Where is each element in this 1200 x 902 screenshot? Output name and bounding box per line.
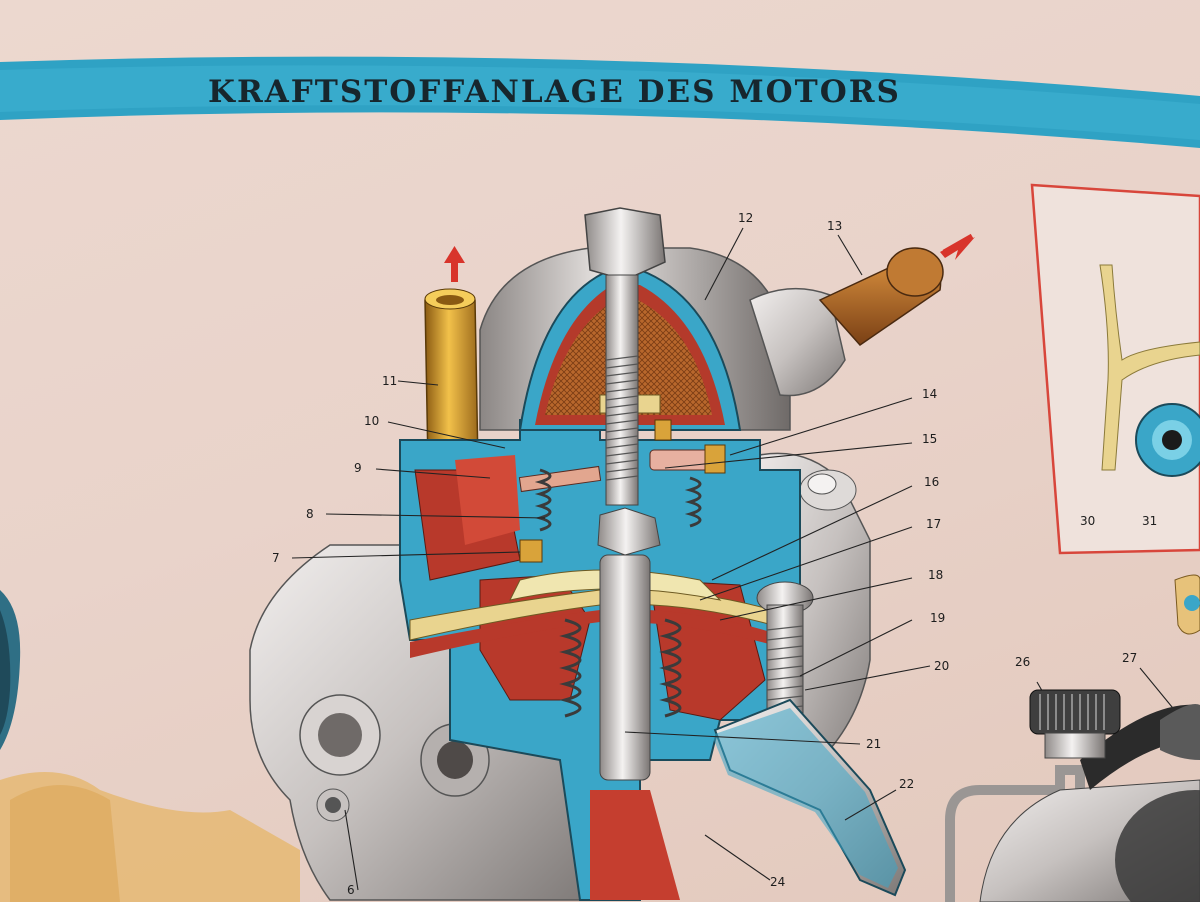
callout-11: 11 <box>382 374 397 388</box>
outlet-arrow-icon <box>444 246 465 282</box>
inlet-arrow-icon <box>940 237 975 260</box>
callout-22: 22 <box>899 777 914 791</box>
callout-6: 6 <box>347 883 355 897</box>
callout-18: 18 <box>928 568 943 582</box>
callout-27: 27 <box>1122 651 1137 665</box>
fuel-pump-cutaway <box>249 207 975 901</box>
inset-detail-box <box>1030 183 1200 555</box>
callout-12: 12 <box>738 211 753 225</box>
callout-15: 15 <box>922 432 937 446</box>
callout-19: 19 <box>930 611 945 625</box>
callout-20: 20 <box>934 659 949 673</box>
callout-30: 30 <box>1080 514 1095 528</box>
left-edge-part <box>0 590 300 902</box>
title-banner: KRAFTSTOFFANLAGE DES MOTORS <box>0 56 1200 148</box>
leader-lines <box>291 227 1196 891</box>
callout-16: 16 <box>924 475 939 489</box>
callout-14: 14 <box>922 387 937 401</box>
callout-24: 24 <box>770 875 785 889</box>
callout-8: 8 <box>306 507 314 521</box>
callout-31: 31 <box>1142 514 1157 528</box>
callout-7: 7 <box>272 551 280 565</box>
callout-10: 10 <box>364 414 379 428</box>
callout-26: 26 <box>1015 655 1030 669</box>
fuel-filter-partial <box>945 574 1200 902</box>
poster-title: KRAFTSTOFFANLAGE DES MOTORS <box>208 74 901 110</box>
callout-17: 17 <box>926 517 941 531</box>
callout-21: 21 <box>866 737 881 751</box>
callout-labels: 6 7 8 9 10 11 12 13 14 15 16 17 18 19 20… <box>272 211 1157 897</box>
callout-13: 13 <box>827 219 842 233</box>
callout-9: 9 <box>354 461 362 475</box>
